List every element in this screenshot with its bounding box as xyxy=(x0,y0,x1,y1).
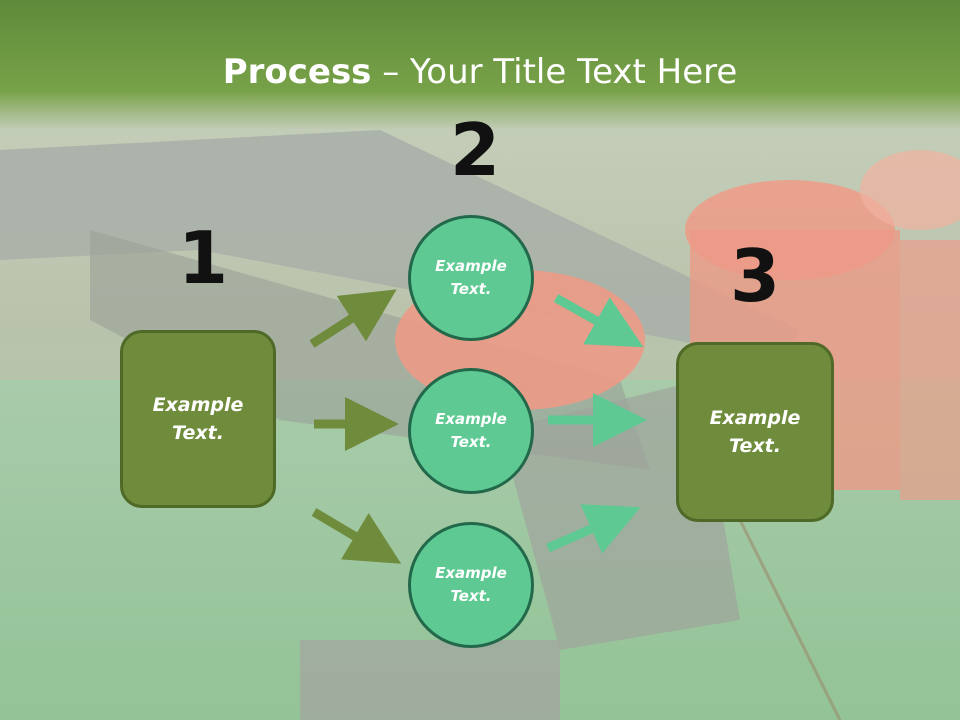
step-1-text-line1: Example xyxy=(152,393,244,416)
circle-middle-line2: Text. xyxy=(450,433,492,451)
title-bold: Process xyxy=(222,52,372,92)
step-2-number: 2 xyxy=(450,108,501,192)
step-1-text-line2: Text. xyxy=(172,422,224,444)
circle-top-line1: Example xyxy=(435,256,507,275)
arrow-1-to-2-top xyxy=(309,289,397,348)
step-3-number: 3 xyxy=(730,234,781,318)
page-title: Process – Your Title Text Here xyxy=(0,52,960,92)
circle-top-line2: Text. xyxy=(450,280,492,298)
circle-bottom-line1: Example xyxy=(435,563,507,582)
arrow-1-to-2-bottom xyxy=(311,508,402,564)
circle-bottom-line2: Text. xyxy=(450,587,492,605)
title-rest: – Your Title Text Here xyxy=(371,52,738,92)
circle-middle-line1: Example xyxy=(435,409,507,428)
step-3-text-line2: Text. xyxy=(729,435,781,457)
step-1-number: 1 xyxy=(178,216,229,300)
arrow-2-to-3-bottom xyxy=(546,504,641,554)
step-3-text-line1: Example xyxy=(709,406,801,429)
arrow-2-to-3-top xyxy=(553,294,644,348)
header-band xyxy=(0,0,960,130)
